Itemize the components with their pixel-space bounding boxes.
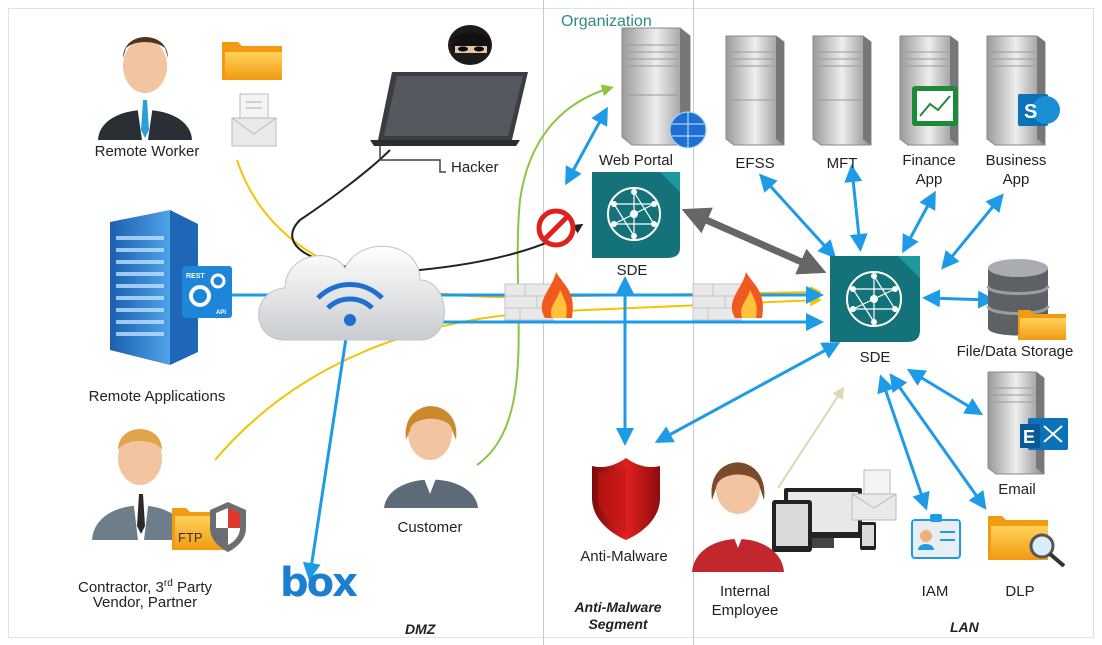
file-data-storage-label: File/Data Storage xyxy=(956,343,1074,360)
contractor-label-line1: Contractor, 3rd Party xyxy=(78,578,212,596)
remote-worker-icon xyxy=(98,37,192,140)
zone-anti-malware-label-line2: Segment xyxy=(588,616,648,632)
folder-icon xyxy=(222,42,282,80)
building-icon: REST API xyxy=(110,210,232,365)
sde-lan-icon xyxy=(830,256,920,342)
blocked-icon xyxy=(536,208,576,248)
mft-server-icon xyxy=(812,35,872,146)
sde-lan-label: SDE xyxy=(859,349,891,366)
id-badge-icon xyxy=(911,514,961,559)
sde-dmz-icon xyxy=(592,172,680,258)
diagram-frame xyxy=(8,8,1094,638)
sharepoint-letter: S xyxy=(1024,101,1037,123)
ftp-label: FTP xyxy=(178,530,203,545)
box-logo: box xyxy=(280,560,358,606)
exchange-letter: E xyxy=(1023,427,1035,447)
remote-worker-label: Remote Worker xyxy=(94,143,200,160)
business-app-label-line2: App xyxy=(1002,171,1030,188)
internal-employee-label-line2: Employee xyxy=(711,602,779,619)
web-portal-label: Web Portal xyxy=(599,152,673,169)
devices-icon xyxy=(772,469,897,552)
remote-applications-label: Remote Applications xyxy=(88,388,226,405)
hacker-attack-path xyxy=(291,149,584,272)
cloud-icon xyxy=(258,245,445,341)
hacker-icon xyxy=(370,25,528,173)
business-app-server-icon: S xyxy=(986,35,1060,146)
dlp-label: DLP xyxy=(1005,583,1035,600)
efss-server-icon xyxy=(725,35,785,146)
contractor-label-line2: Vendor, Partner xyxy=(92,594,198,611)
anti-malware-label: Anti-Malware xyxy=(580,548,668,565)
finance-app-label-line1: Finance xyxy=(902,152,956,169)
zone-dmz-label: DMZ xyxy=(405,621,436,637)
efss-label: EFSS xyxy=(735,155,775,172)
web-portal-server-icon xyxy=(621,27,707,149)
internal-beige-flow xyxy=(777,386,845,489)
firewall-dmz-icon xyxy=(504,272,573,321)
finance-app-label-line2: App xyxy=(915,171,943,188)
email-label: Email xyxy=(998,481,1036,498)
zone-anti-malware-label-line1: Anti-Malware xyxy=(574,599,662,615)
internal-employee-icon xyxy=(692,462,784,572)
sde-link-grey xyxy=(681,207,827,275)
contractor-icon: FTP xyxy=(92,429,246,552)
customer-label: Customer xyxy=(397,519,463,536)
business-app-label-line1: Business xyxy=(985,152,1047,169)
rest-label: REST xyxy=(186,273,205,280)
firewall-lan-icon xyxy=(692,272,763,321)
anti-malware-shield-icon xyxy=(592,458,660,540)
database-icon xyxy=(986,259,1066,340)
sde-dmz-label: SDE xyxy=(616,262,648,279)
finance-app-server-icon xyxy=(899,35,959,146)
api-label: API xyxy=(216,310,226,316)
hacker-label: Hacker xyxy=(451,159,499,176)
organization-label: Organization xyxy=(561,13,652,30)
iam-label: IAM xyxy=(921,583,949,600)
customer-icon xyxy=(384,406,478,508)
zone-lan-label: LAN xyxy=(950,619,979,635)
dlp-folder-icon xyxy=(988,516,1066,568)
envelope-document-icon xyxy=(231,93,277,147)
email-server-icon: E xyxy=(987,371,1068,475)
internal-employee-label-line1: Internal xyxy=(719,583,771,600)
mft-label: MFT xyxy=(826,155,858,172)
